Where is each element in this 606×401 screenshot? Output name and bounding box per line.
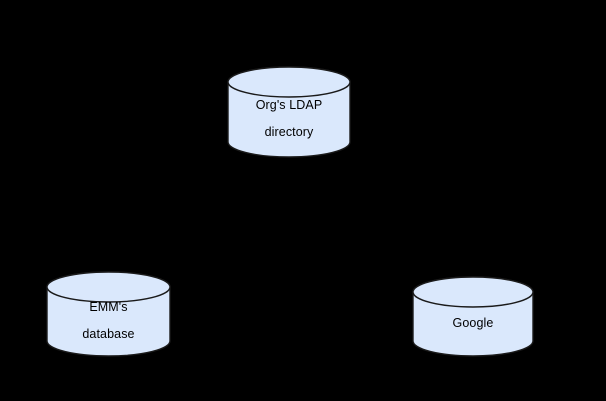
node-orgs-ldap-directory[interactable]: Org's LDAP directory — [227, 66, 351, 158]
database-cylinder-icon — [46, 271, 171, 357]
database-cylinder-icon — [227, 66, 351, 158]
database-cylinder-icon — [412, 276, 534, 357]
node-emms-database[interactable]: EMM's database — [46, 271, 171, 357]
node-google[interactable]: Google — [412, 276, 534, 357]
